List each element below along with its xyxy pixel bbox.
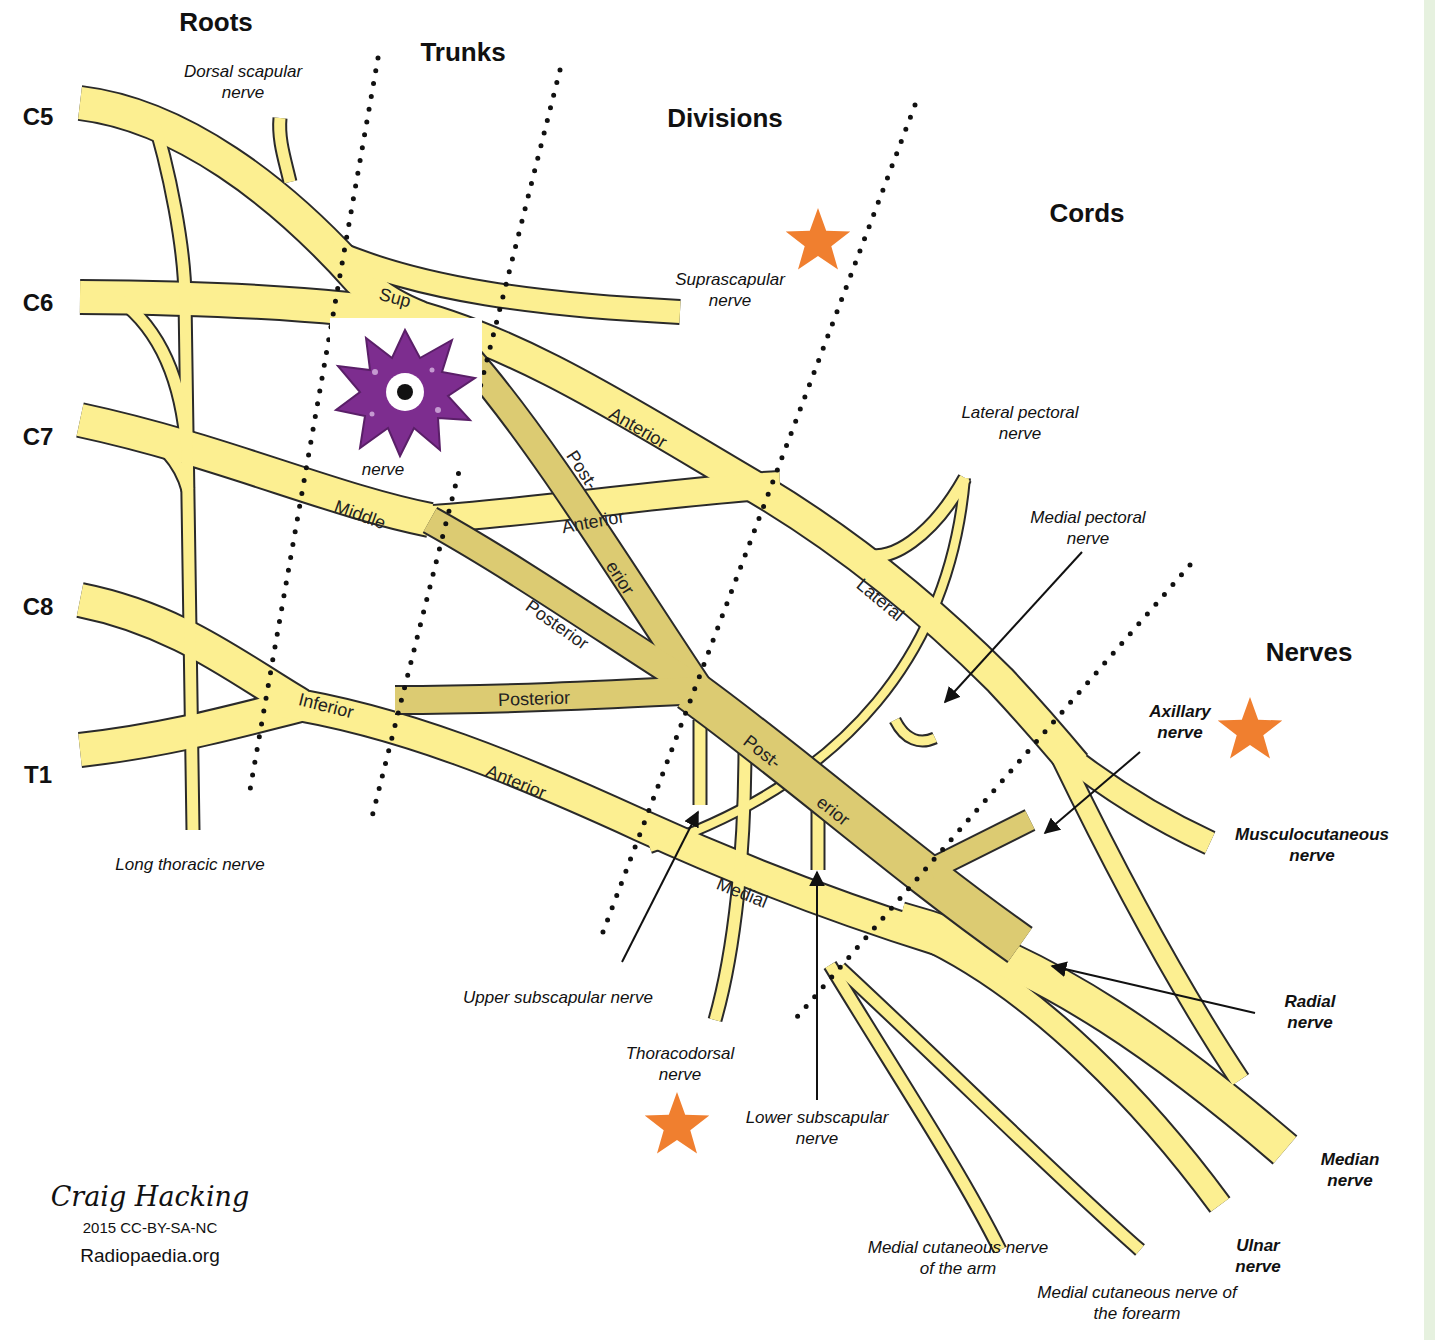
nerve-label: Lateral pectoral nerve <box>940 402 1100 445</box>
license-note: 2015 CC-BY-SA-NC <box>83 1219 218 1238</box>
terminal-nerve-label: Musculocutaneous nerve <box>1212 824 1412 867</box>
source-watermark: Radiopaedia.org <box>80 1244 219 1268</box>
root-label: C6 <box>23 288 54 318</box>
root-label: C7 <box>23 422 54 452</box>
column-heading: Roots <box>179 6 253 39</box>
nerve-label: nerve <box>362 459 405 480</box>
nerve-label: Lower subscapular nerve <box>727 1107 907 1150</box>
column-heading: Nerves <box>1266 636 1353 669</box>
terminal-nerve-label: Radial nerve <box>1270 991 1350 1034</box>
root-label: C8 <box>23 592 54 622</box>
column-heading: Trunks <box>420 36 505 69</box>
nerve-label: Medial pectoral nerve <box>1008 507 1168 550</box>
nerve-label: Suprascapular nerve <box>665 269 795 312</box>
nerve-label: Dorsal scapular nerve <box>173 61 313 104</box>
nerve-label: Long thoracic nerve <box>115 854 264 875</box>
division-label: Posterior <box>498 686 571 711</box>
nerve-label: Thoracodorsal nerve <box>605 1043 755 1086</box>
column-heading: Divisions <box>667 102 783 135</box>
root-label: C5 <box>23 102 54 132</box>
nerve-label: Medial cutaneous nerve of the forearm <box>1032 1282 1242 1325</box>
column-heading: Cords <box>1049 197 1124 230</box>
root-label: T1 <box>24 760 52 790</box>
nerve-label: Upper subscapular nerve <box>463 987 653 1008</box>
nerve-label: Medial cutaneous nerve of the arm <box>863 1237 1053 1280</box>
terminal-nerve-label: Median nerve <box>1310 1149 1390 1192</box>
author-signature: Craig Hacking <box>51 1180 250 1214</box>
terminal-nerve-label: Ulnar nerve <box>1218 1235 1298 1278</box>
terminal-nerve-label: Axillary nerve <box>1135 701 1225 744</box>
